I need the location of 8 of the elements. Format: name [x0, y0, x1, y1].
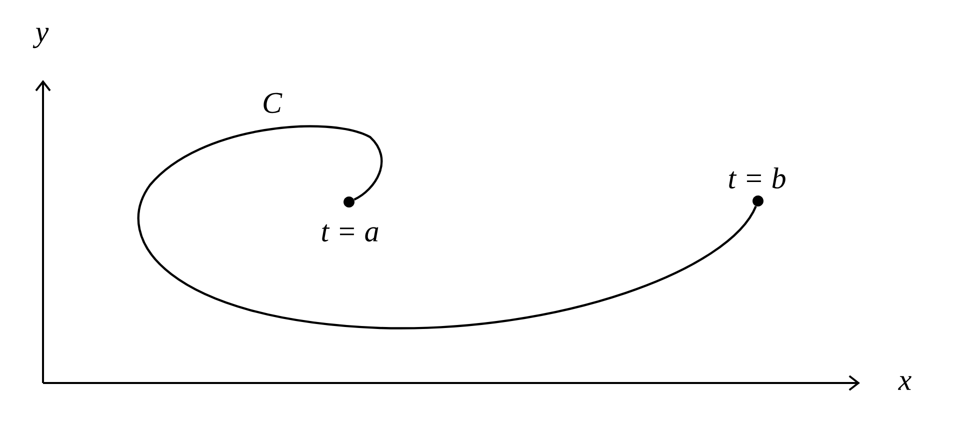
point-label: t = a: [322, 224, 378, 242]
curve-label: C: [264, 92, 282, 114]
point: [752, 196, 764, 206]
curve: [138, 125, 757, 330]
point-label: t = b: [729, 167, 786, 189]
axis-label: y: [32, 28, 49, 48]
axis-label: x: [898, 376, 912, 390]
point: [344, 196, 354, 208]
